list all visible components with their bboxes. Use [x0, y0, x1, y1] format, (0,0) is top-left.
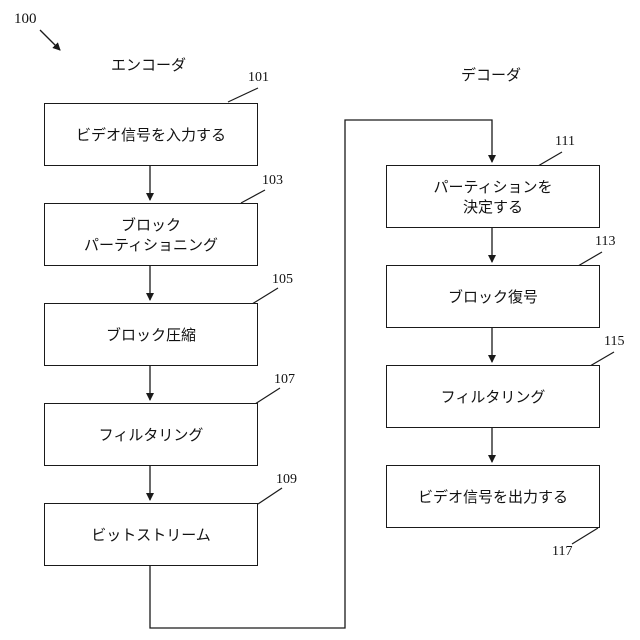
step-text-103-line1: ブロック [121, 215, 181, 235]
step-box-113: ブロック復号 [386, 265, 600, 328]
step-box-115: フィルタリング [386, 365, 600, 428]
step-text-103-line2: パーティショニング [84, 235, 218, 255]
step-text-111-line2: 決定する [463, 197, 523, 217]
leader-line-103 [241, 190, 265, 203]
encoder-title: エンコーダ [111, 54, 186, 75]
leader-line-113 [578, 252, 602, 266]
step-text-115: フィルタリング [441, 387, 546, 407]
step-box-105: ブロック圧縮 [44, 303, 258, 366]
leader-line-105 [252, 288, 278, 304]
step-text-111-line1: パーティションを [433, 177, 552, 197]
ref-label-109: 109 [276, 472, 297, 488]
ref-label-117: 117 [552, 544, 572, 560]
leader-line-115 [590, 352, 614, 366]
figure-pointer-arrow [40, 30, 60, 50]
leader-line-111 [538, 152, 562, 166]
ref-label-103: 103 [262, 173, 283, 189]
ref-label-105: 105 [272, 272, 293, 288]
step-text-105: ブロック圧縮 [106, 325, 196, 345]
step-text-113: ブロック復号 [448, 287, 538, 307]
decoder-title: デコーダ [461, 64, 521, 85]
ref-label-101: 101 [248, 70, 269, 86]
leader-line-107 [255, 388, 280, 404]
step-text-101: ビデオ信号を入力する [76, 125, 226, 145]
leader-line-109 [258, 488, 282, 504]
ref-label-107: 107 [274, 372, 295, 388]
step-text-109: ビットストリーム [91, 525, 211, 545]
step-box-117: ビデオ信号を出力する [386, 465, 600, 528]
leader-line-117 [572, 528, 598, 544]
ref-label-113: 113 [595, 234, 615, 250]
step-text-107: フィルタリング [99, 425, 204, 445]
step-box-109: ビットストリーム [44, 503, 258, 566]
step-text-117: ビデオ信号を出力する [418, 487, 568, 507]
ref-label-115: 115 [604, 334, 624, 350]
step-box-103: ブロック パーティショニング [44, 203, 258, 266]
step-box-111: パーティションを 決定する [386, 165, 600, 228]
leader-line-101 [228, 88, 258, 102]
step-box-101: ビデオ信号を入力する [44, 103, 258, 166]
step-box-107: フィルタリング [44, 403, 258, 466]
ref-label-111: 111 [555, 134, 575, 150]
figure-label: 100 [14, 11, 37, 28]
